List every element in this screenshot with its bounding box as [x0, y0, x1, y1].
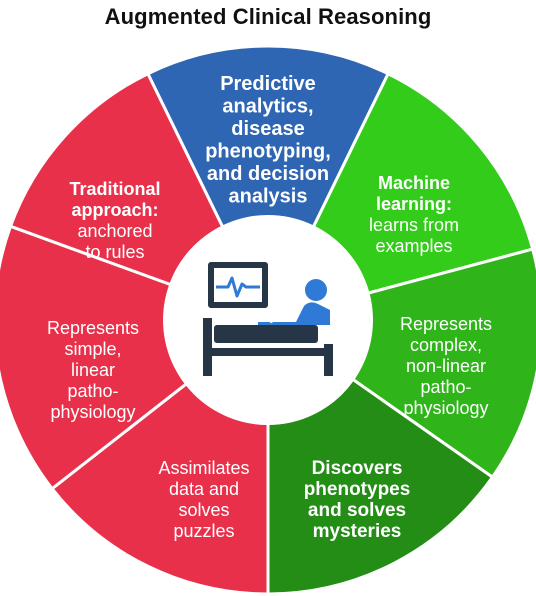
label-line: linear [71, 360, 115, 380]
label-line: disease [231, 118, 304, 140]
label-line: learning: [376, 194, 452, 214]
patient-head [305, 279, 327, 301]
label-line: learns from [369, 215, 459, 235]
label-line: Machine [378, 173, 450, 193]
bed-mattress [214, 325, 318, 343]
patient-bed-icon [203, 262, 333, 376]
label-line: analytics, [222, 96, 313, 118]
label-line: Predictive [220, 73, 316, 95]
label-line: Traditional [69, 179, 160, 199]
label-line: data and [169, 479, 239, 499]
label-line: anchored [77, 221, 152, 241]
label-line: puzzles [173, 521, 234, 541]
bed-footboard [324, 344, 333, 376]
label-line: patho- [420, 377, 471, 397]
diagram-title: Augmented Clinical Reasoning [104, 4, 432, 29]
label-line: analysis [229, 186, 308, 208]
label-line: to rules [85, 242, 144, 262]
label-line: and solves [308, 500, 406, 521]
label-line: mysteries [313, 521, 402, 542]
bed-headboard [203, 318, 212, 376]
bed-frame [203, 348, 333, 356]
segment-predictive [145, 44, 391, 324]
patient-arm [269, 306, 297, 324]
label-line: and decision [207, 163, 329, 185]
label-line: Assimilates [158, 458, 249, 478]
label-line: Discovers [312, 458, 403, 479]
label-line: non-linear [406, 356, 486, 376]
label-line: approach: [71, 200, 158, 220]
label-line: physiology [50, 402, 135, 422]
wheel-segments [0, 44, 536, 596]
heartbeat-line [216, 276, 260, 298]
label-line: examples [375, 236, 452, 256]
label-line: solves [178, 500, 229, 520]
center-disc [163, 215, 373, 425]
label-line: physiology [403, 398, 488, 418]
label-line: phenotypes [304, 479, 411, 500]
label-line: Represents [47, 318, 139, 338]
label-line: simple, [64, 339, 121, 359]
label-line: phenotyping, [205, 141, 331, 163]
label-line: patho- [67, 381, 118, 401]
patient-body [258, 302, 330, 325]
label-line: complex, [410, 335, 482, 355]
segment-simple-physiology [0, 224, 272, 491]
label-line: Represents [400, 314, 492, 334]
